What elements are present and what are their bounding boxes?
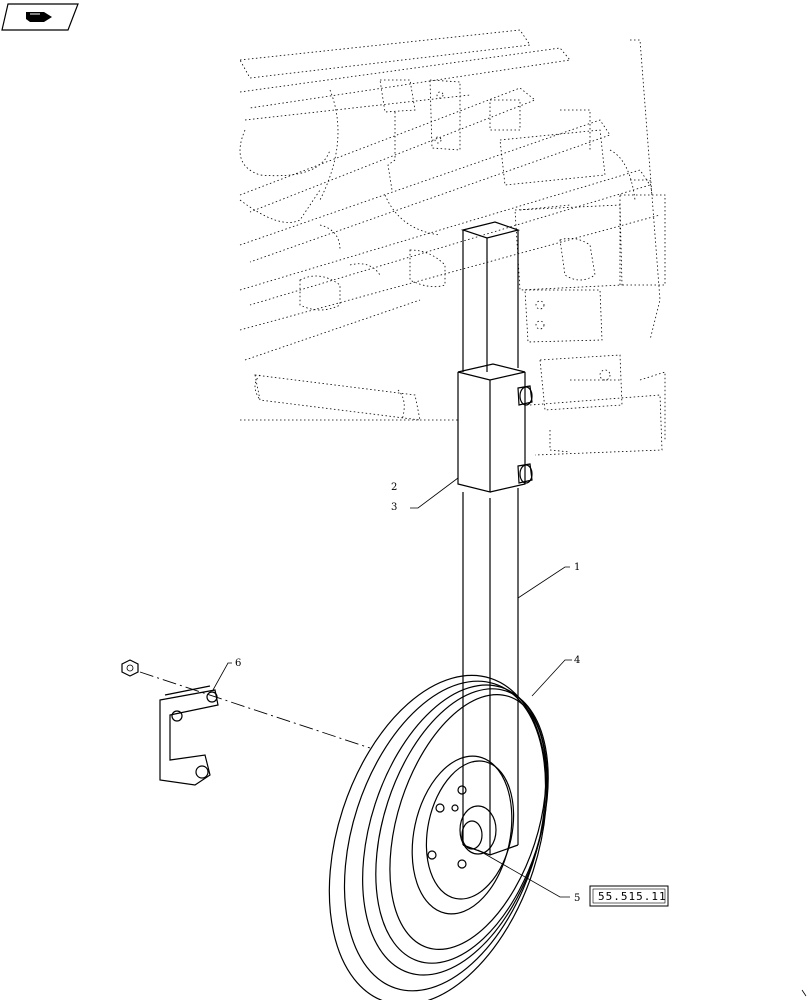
reference-link[interactable]: 55.515.11: [589, 885, 669, 907]
callout-4: 4: [574, 655, 580, 666]
hand-pointing-icon[interactable]: [1, 3, 79, 31]
storage-bracket: [121, 659, 219, 786]
callout-1: 1: [574, 562, 580, 573]
wheel-tyre: [328, 674, 549, 1000]
callout-2: 2: [391, 482, 397, 493]
reference-code: 55.515.11: [598, 890, 667, 903]
lower-tube: [462, 488, 519, 856]
jack-tube: [460, 221, 521, 372]
sleeve-bracket: [457, 363, 533, 493]
corner-tick: [801, 989, 807, 997]
assembly-centerline: [139, 671, 371, 749]
callout-6: 6: [235, 658, 241, 669]
background-machinery: [239, 29, 666, 456]
leader-lines: [212, 477, 572, 898]
callout-5: 5: [574, 893, 580, 904]
callout-3: 3: [391, 502, 397, 513]
